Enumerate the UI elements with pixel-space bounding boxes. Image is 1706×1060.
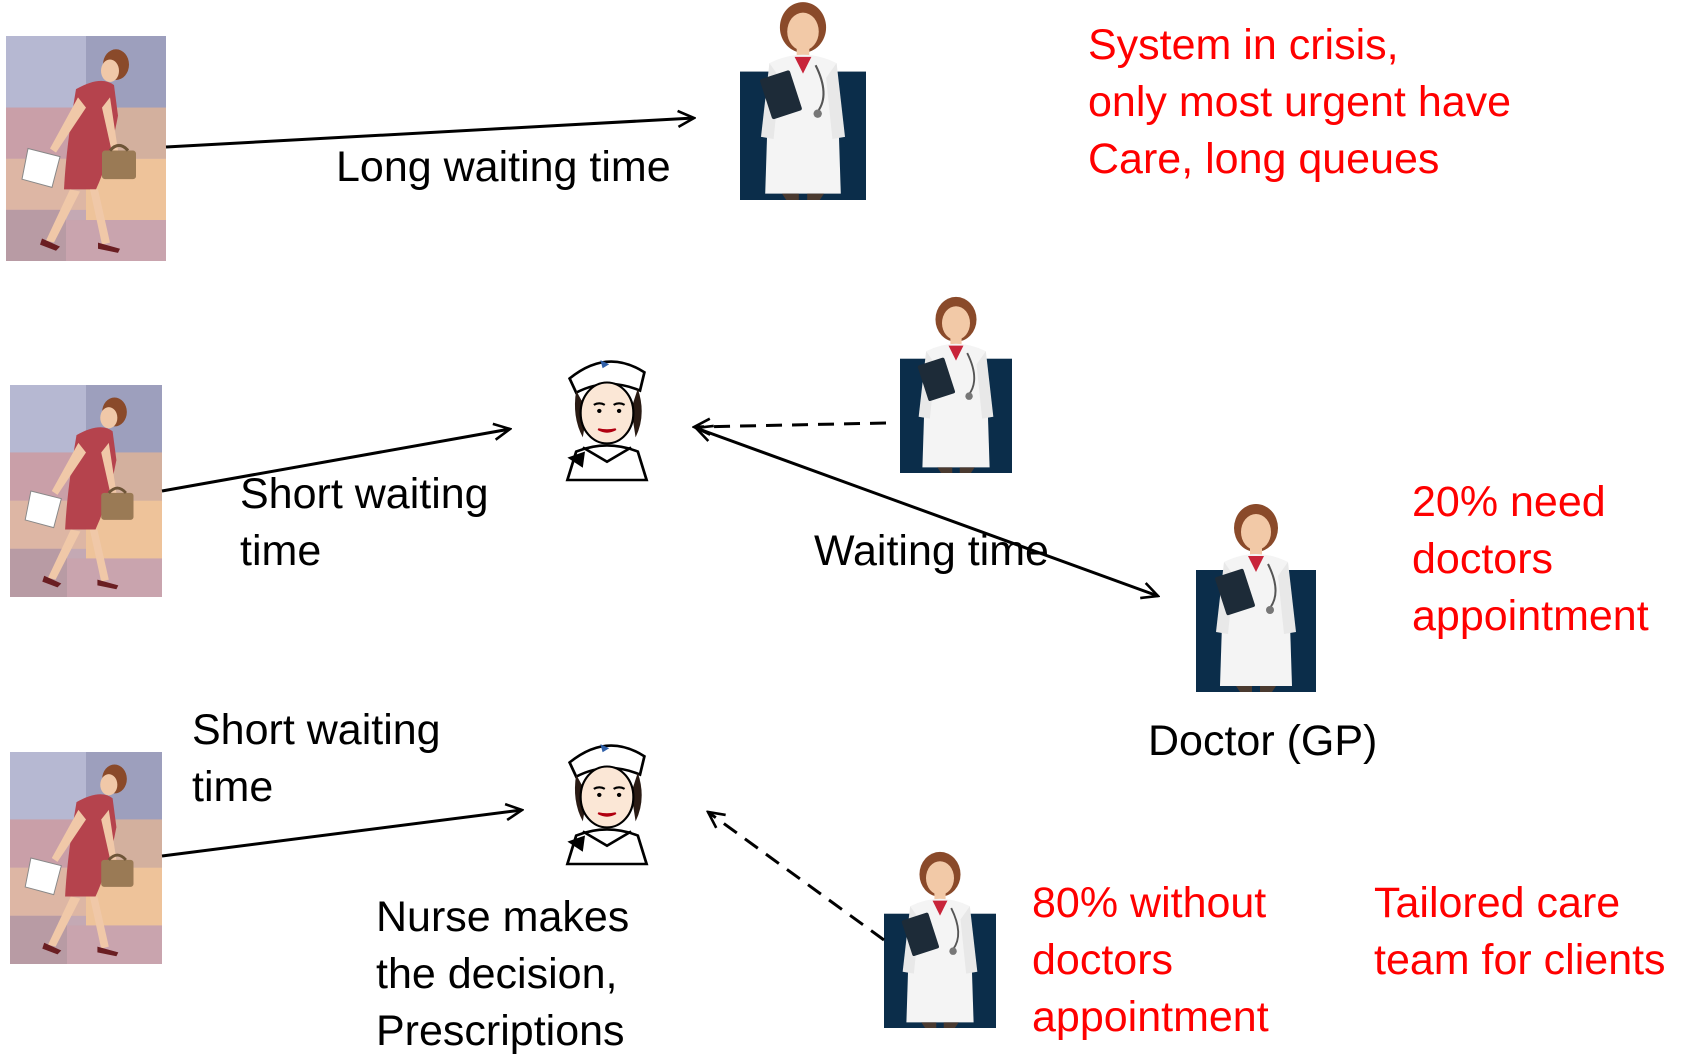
waiting-time-label: Waiting time <box>814 527 1049 575</box>
arrow-nurse-doctor-two-way <box>696 428 1158 596</box>
twenty-percent-note: 20% need doctors appointment <box>1412 478 1649 640</box>
arrow-patient2-to-nurse <box>161 429 510 493</box>
dashed-arrow-doctor-to-nurse-1 <box>694 423 887 427</box>
arrow-patient3-to-nurse <box>161 810 522 858</box>
eighty-percent-note: 80% without doctors appointment <box>1032 879 1269 1041</box>
long-waiting-time-label: Long waiting time <box>336 143 671 191</box>
doctor-gp-label: Doctor (GP) <box>1148 717 1378 765</box>
short-waiting-time-label-2: Short waiting time <box>192 706 441 811</box>
arrow-patient1-to-doctor <box>165 118 694 149</box>
tailored-care-note: Tailored care team for clients <box>1374 879 1666 984</box>
system-crisis-note: System in crisis, only most urgent have … <box>1088 21 1512 183</box>
short-waiting-time-label-1: Short waiting time <box>240 470 489 575</box>
dashed-arrow-doctor-to-nurse-2 <box>708 812 885 942</box>
nurse-decision-note: Nurse makes the decision, Prescriptions <box>376 893 630 1055</box>
